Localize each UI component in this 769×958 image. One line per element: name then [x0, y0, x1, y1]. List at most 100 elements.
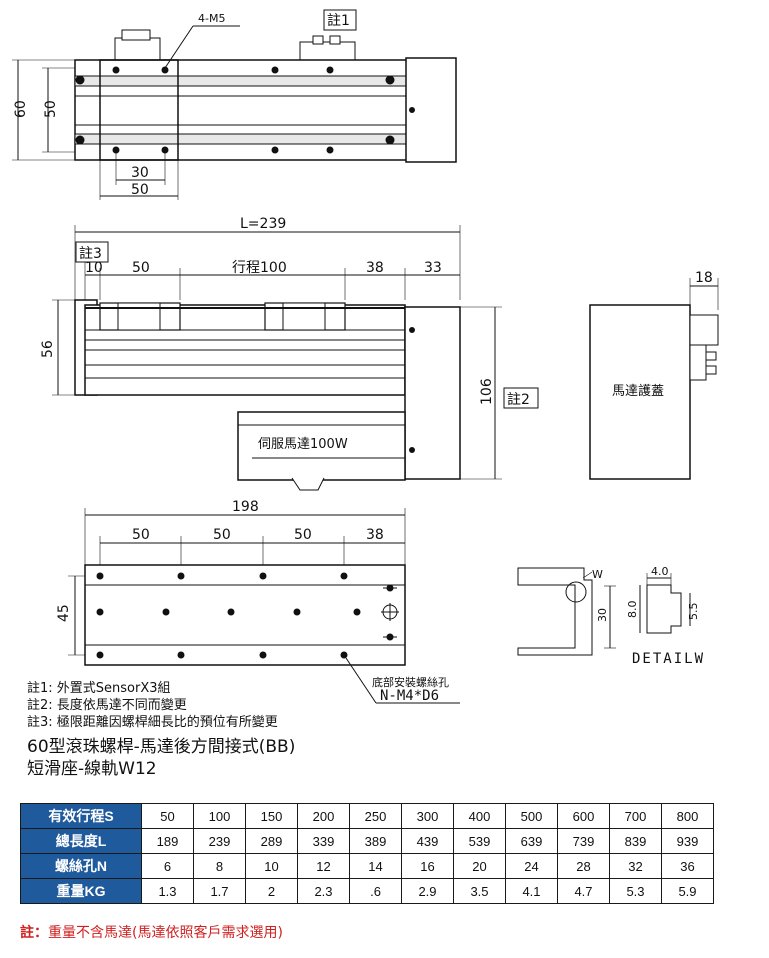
table-cell: .6 [349, 878, 402, 904]
mount-hole-title: 底部安裝螺絲孔 [372, 675, 449, 689]
table-cell: 2.9 [401, 878, 454, 904]
table-cell: 189 [141, 828, 194, 854]
table-cell: 16 [401, 853, 454, 879]
detail-w [517, 567, 691, 656]
notes: 註1: 外置式SensorX3組 註2: 長度依馬達不同而變更 註3: 極限距離… [27, 680, 278, 731]
dim-33: 33 [424, 260, 442, 276]
table-cell: 1.7 [193, 878, 246, 904]
dim-45: 45 [56, 604, 72, 622]
note-3: 註3: 極限距離因螺桿細長比的預位有所變更 [27, 715, 278, 730]
bottom-view [68, 508, 460, 704]
dim-30-detail: 30 [596, 608, 609, 622]
dim-18: 18 [695, 270, 713, 286]
table-cell: 239 [193, 828, 246, 854]
dim-60: 60 [13, 100, 29, 118]
table-cell: 439 [401, 828, 454, 854]
dim-50-a: 50 [132, 527, 150, 543]
detail-title: DETAILW [632, 651, 705, 667]
table-cell: 50 [141, 803, 194, 829]
dim-4: 4.0 [651, 565, 669, 578]
label-4m5: 4-M5 [198, 12, 225, 25]
note-tag-3: 註3 [79, 246, 102, 262]
note-1: 註1: 外置式SensorX3組 [27, 681, 171, 696]
footnote-prefix: 註： [20, 925, 48, 941]
dim-30: 30 [131, 165, 149, 181]
table-cell: 32 [609, 853, 662, 879]
dim-8: 8.0 [626, 601, 639, 619]
dim-50: 50 [132, 260, 150, 276]
table-cell: 6 [141, 853, 194, 879]
table-cell: 539 [453, 828, 506, 854]
table-cell: 339 [297, 828, 350, 854]
dim-10: 10 [85, 260, 103, 276]
dim-38: 38 [366, 260, 384, 276]
dim-50-vertical: 50 [43, 100, 59, 118]
table-cell: 600 [557, 803, 610, 829]
table-cell: 839 [609, 828, 662, 854]
table-cell: 389 [349, 828, 402, 854]
dim-198: 198 [232, 499, 259, 515]
top-view [12, 9, 457, 200]
technical-drawing: 4-M5 註1 60 50 30 50 [12, 9, 719, 704]
table-cell: 36 [661, 853, 714, 879]
table-cell: 4.7 [557, 878, 610, 904]
footnote: 註：重量不含馬達(馬達依照客戶需求選用) [20, 922, 283, 942]
table-cell: 639 [505, 828, 558, 854]
table-cell: 289 [245, 828, 298, 854]
dim-38-bottom: 38 [366, 527, 384, 543]
table-cell: 20 [453, 853, 506, 879]
row-header: 重量KG [20, 878, 142, 904]
table-cell: 939 [661, 828, 714, 854]
table-cell: 28 [557, 853, 610, 879]
motor-label: 伺服馬達100W [258, 437, 348, 452]
table-cell: 739 [557, 828, 610, 854]
table-cell: 200 [297, 803, 350, 829]
dim-stroke: 行程100 [232, 260, 287, 276]
dim-L: L=239 [240, 216, 286, 232]
row-header: 有效行程S [20, 803, 142, 829]
table-cell: 12 [297, 853, 350, 879]
motor-cover-label: 馬達護蓋 [612, 383, 664, 399]
dim-5-5: 5.5 [687, 603, 700, 621]
dim-50-b: 50 [213, 527, 231, 543]
table-cell: 5.9 [661, 878, 714, 904]
label-w: W [592, 568, 603, 581]
table-cell: 1.3 [141, 878, 194, 904]
table-cell: 2.3 [297, 878, 350, 904]
table-cell: 150 [245, 803, 298, 829]
table-cell: 100 [193, 803, 246, 829]
caption-line-2: 短滑座-線軌W12 [27, 759, 157, 779]
row-header: 螺絲孔N [20, 853, 142, 879]
dim-50-c: 50 [294, 527, 312, 543]
table-cell: 3.5 [453, 878, 506, 904]
table-cell: 800 [661, 803, 714, 829]
mount-hole-spec: N-M4*D6 [380, 688, 439, 704]
table-cell: 300 [401, 803, 454, 829]
table-cell: 8 [193, 853, 246, 879]
table-cell: 400 [453, 803, 506, 829]
dim-106: 106 [479, 378, 495, 405]
table-cell: 4.1 [505, 878, 558, 904]
cover-view [589, 278, 719, 480]
row-header: 總長度L [20, 828, 142, 854]
table-cell: 24 [505, 853, 558, 879]
table-cell: 500 [505, 803, 558, 829]
note-2: 註2: 長度依馬達不同而變更 [27, 698, 187, 713]
table-cell: 250 [349, 803, 402, 829]
table-cell: 2 [245, 878, 298, 904]
table-cell: 5.3 [609, 878, 662, 904]
table-cell: 14 [349, 853, 402, 879]
table-cell: 700 [609, 803, 662, 829]
footnote-text: 重量不含馬達(馬達依照客戶需求選用) [48, 925, 283, 941]
caption: 60型滾珠螺桿-馬達後方間接式(BB) 短滑座-線軌W12 [27, 736, 295, 780]
dim-56: 56 [40, 340, 56, 358]
table-cell: 10 [245, 853, 298, 879]
caption-line-1: 60型滾珠螺桿-馬達後方間接式(BB) [27, 737, 296, 757]
note-tag-1: 註1 [327, 13, 350, 29]
note-tag-2: 註2 [507, 392, 530, 408]
